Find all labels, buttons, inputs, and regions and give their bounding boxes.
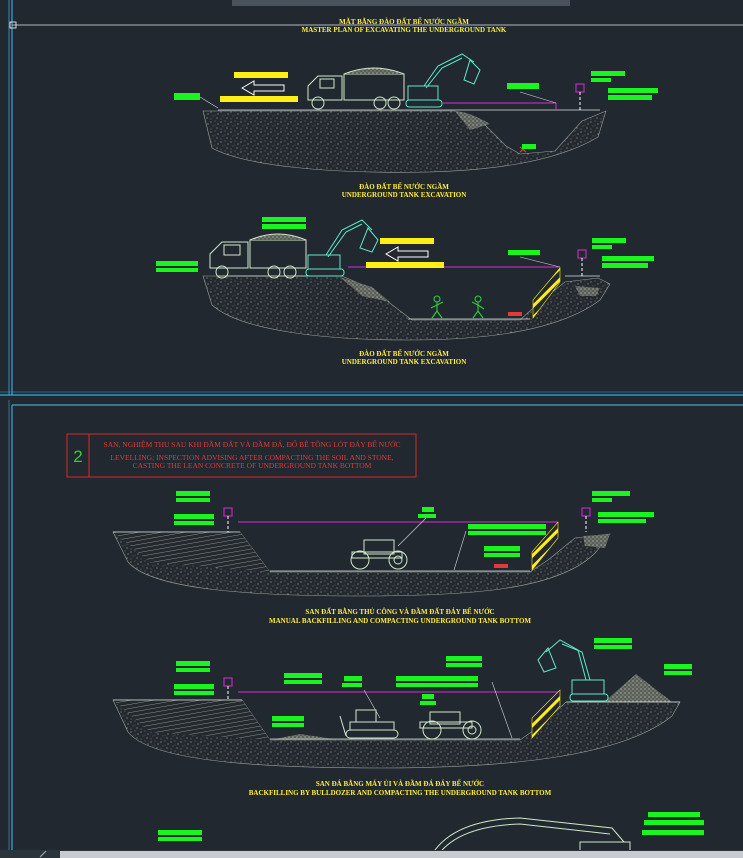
- direction-arrow-2: [366, 238, 444, 268]
- step2-line3: CASTING THE LEAN CONCRETE OF UNDERGROUND…: [133, 461, 372, 470]
- section2-caption-en: UNDERGROUND TANK EXCAVATION: [342, 191, 467, 199]
- section4-caption-en: BACKFILLING BY BULLDOZER AND COMPACTING …: [249, 789, 552, 797]
- excavator-4: [537, 639, 609, 702]
- excavator-1: [405, 53, 481, 108]
- sheet-frame-upper: [0, 0, 743, 396]
- scrollbar-thumb[interactable]: [60, 851, 743, 858]
- excavation-profile-1: [202, 83, 607, 173]
- green-callouts-3: [174, 491, 654, 557]
- green-callouts-1: [174, 71, 658, 149]
- excavation-profile-3: [112, 507, 611, 597]
- section3-caption-en: MANUAL BACKFILLING AND COMPACTING UNDERG…: [269, 617, 531, 625]
- section3-caption-vi: SAN ĐẤT BẰNG THỦ CÔNG VÀ ĐẦM ĐẤT ĐÁY BỂ …: [305, 608, 494, 616]
- roller-compactor-3: [350, 539, 408, 570]
- horizontal-scrollbar[interactable]: [0, 850, 743, 858]
- scroll-left-icon[interactable]: [39, 850, 47, 858]
- green-callouts-2: [156, 217, 654, 272]
- excavator-2: [305, 219, 379, 277]
- section2b-caption-en: UNDERGROUND TANK EXCAVATION: [342, 358, 467, 366]
- section1-title-vi: MẶT BẰNG ĐÀO ĐẤT BỂ NƯỚC NGẦM: [339, 18, 469, 26]
- workers-2: [430, 295, 485, 319]
- step2-line2: LEVELLING; INSPECTION ADVISING AFTER COM…: [110, 453, 393, 462]
- roller-compactor-4: [419, 711, 482, 740]
- section1-title-en: MASTER PLAN OF EXCAVATING THE UNDERGROUN…: [302, 26, 507, 34]
- section2-caption-vi: ĐÀO ĐẤT BỂ NƯỚC NGẦM: [359, 183, 449, 191]
- step2-line1: SAN, NGHIỆM THU SAU KHI ĐẦM ĐẤT VÀ ĐẦM Đ…: [104, 439, 401, 449]
- excavation-profile-4: [112, 674, 681, 769]
- step2-number: 2: [73, 447, 82, 466]
- section2b-caption-vi: ĐÀO ĐẤT BỂ NƯỚC NGẦM: [359, 350, 449, 358]
- direction-arrow-1: [220, 72, 298, 102]
- excavation-profile-2: [202, 249, 611, 341]
- dump-truck-2: [209, 233, 307, 279]
- section4-caption-vi: SAN ĐÁ BẰNG MÁY ỦI VÀ ĐẦM ĐÁ ĐÁY BỂ NƯỚC: [316, 780, 484, 788]
- dump-truck-1: [307, 67, 405, 110]
- green-callouts-4: [174, 638, 692, 727]
- bulldozer-4: [339, 709, 399, 739]
- sheet-frame-lower: [8, 400, 743, 858]
- top-toolbar-fragment[interactable]: [232, 0, 570, 6]
- step2-note-box: 2 SAN, NGHIỆM THU SAU KHI ĐẦM ĐẤT VÀ ĐẦM…: [66, 433, 417, 478]
